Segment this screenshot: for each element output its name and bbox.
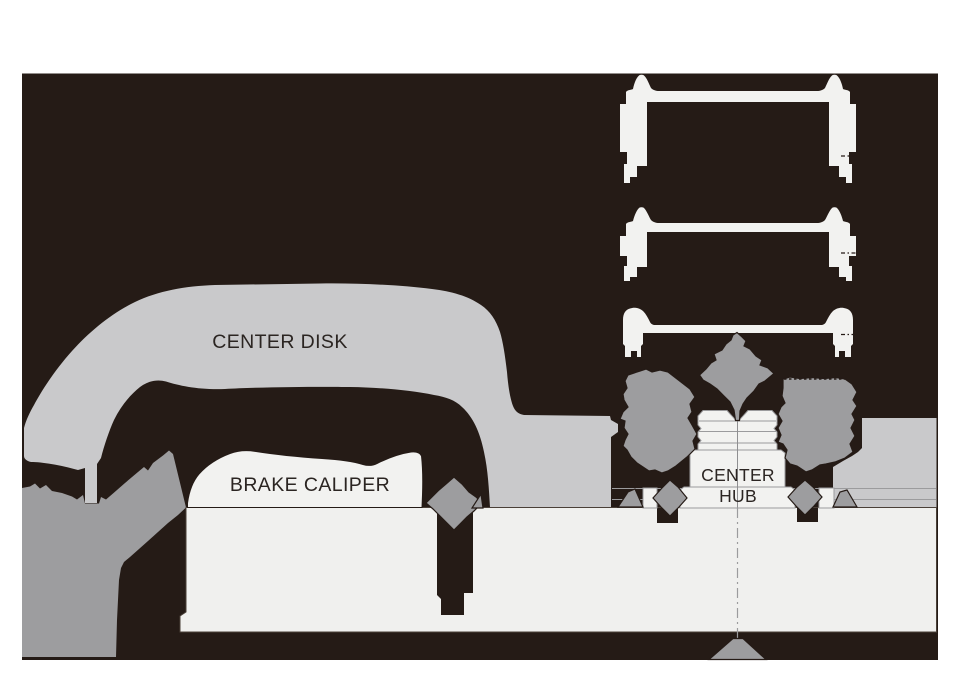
brake-caliper <box>187 450 424 508</box>
center-disk-label: CENTER DISK <box>212 331 348 353</box>
hub-small-diamond-right <box>787 479 823 516</box>
axle-center-triangle <box>707 637 768 661</box>
brake-caliper-label: BRAKE CALIPER <box>230 474 390 496</box>
rim-band-right <box>833 418 937 508</box>
axle-slab <box>179 507 937 633</box>
hub-small-triangle-left <box>616 488 644 508</box>
hub-small-triangle-right <box>832 489 859 508</box>
hub-small-diamond-left <box>652 479 688 517</box>
center-disk <box>24 283 618 508</box>
wheel-rim-cross-section-middle <box>620 207 856 281</box>
slab-slot <box>437 508 473 615</box>
center-hub-label-line1: CENTER <box>701 465 775 485</box>
suspension-wedge <box>22 450 186 657</box>
hub-flange-right <box>777 376 858 473</box>
center-hub-label-line2: HUB <box>719 486 757 506</box>
spoke-diamond <box>698 331 775 422</box>
hub-flange-left <box>619 368 698 474</box>
wheel-rim-cross-section-top <box>620 74 856 183</box>
wheel-rim-cross-section-bottom <box>623 307 853 357</box>
caliper-diamond-sliver <box>470 492 484 509</box>
caliper-diamond <box>425 476 483 531</box>
